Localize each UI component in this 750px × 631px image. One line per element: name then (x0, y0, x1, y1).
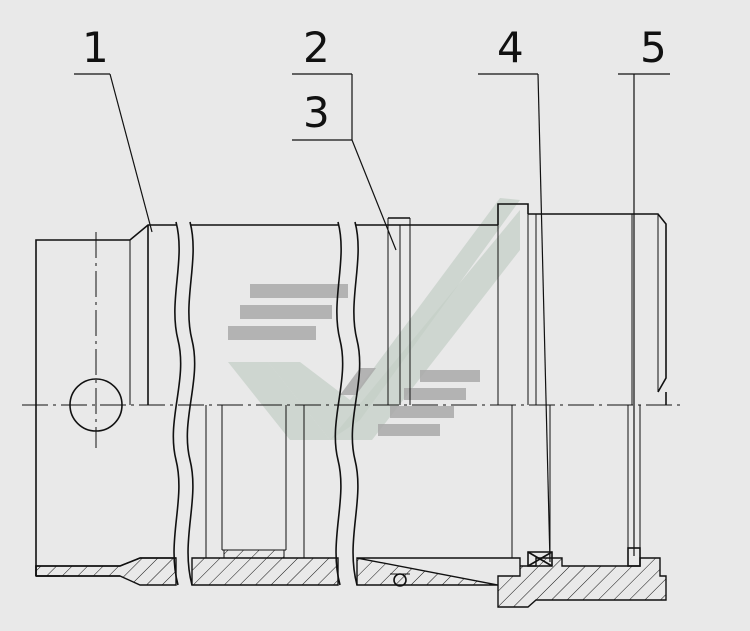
callout-1: 1 (82, 23, 109, 72)
callout-3: 3 (303, 88, 330, 137)
break-lines (172, 221, 361, 586)
callout-5: 5 (640, 23, 667, 72)
part-outline (35, 203, 667, 577)
callout-2: 2 (303, 23, 330, 72)
callout-4: 4 (497, 23, 524, 72)
section-lower (35, 405, 667, 608)
port-hole (69, 378, 123, 432)
logo-watermark-icon (228, 198, 520, 440)
leader-lines (74, 73, 670, 563)
